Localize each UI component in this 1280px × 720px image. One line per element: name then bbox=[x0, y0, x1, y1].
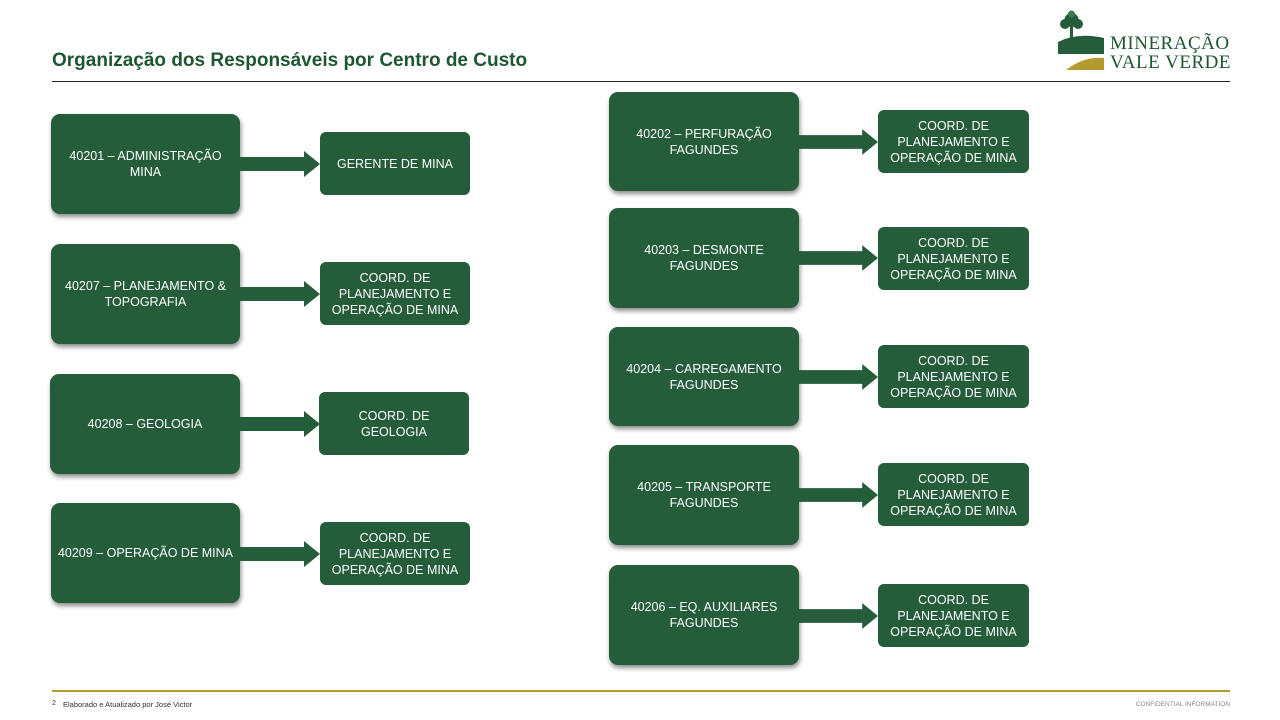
company-logo bbox=[1058, 10, 1104, 70]
logo-wordmark: MINERAÇÃO VALE VERDE bbox=[1110, 34, 1231, 72]
responsible-box: COORD. DE PLANEJAMENTO E OPERAÇÃO DE MIN… bbox=[320, 522, 470, 585]
confidential-label: CONFIDENTIAL INFORMATION bbox=[1135, 701, 1230, 708]
cost-center-box: 40205 – TRANSPORTE FAGUNDES bbox=[609, 445, 799, 545]
responsible-box: COORD. DE PLANEJAMENTO E OPERAÇÃO DE MIN… bbox=[878, 345, 1029, 408]
cost-center-box: 40204 – CARREGAMENTO FAGUNDES bbox=[609, 327, 799, 426]
arrow-icon bbox=[799, 129, 878, 155]
cost-center-box: 40202 – PERFURAÇÃO FAGUNDES bbox=[609, 92, 799, 191]
arrow-icon bbox=[240, 411, 320, 437]
responsible-box: COORD. DE PLANEJAMENTO E OPERAÇÃO DE MIN… bbox=[878, 110, 1029, 173]
responsible-box: COORD. DE GEOLOGIA bbox=[319, 392, 469, 455]
footer-divider bbox=[52, 690, 1230, 692]
cost-center-box: 40208 – GEOLOGIA bbox=[50, 374, 240, 474]
hill-green bbox=[1058, 35, 1104, 54]
logo-line-1: MINERAÇÃO bbox=[1110, 33, 1230, 54]
arrow-icon bbox=[240, 151, 320, 177]
arrow-icon bbox=[799, 245, 878, 271]
page-title: Organização dos Responsáveis por Centro … bbox=[52, 50, 528, 71]
responsible-box: GERENTE DE MINA bbox=[320, 132, 470, 195]
arrow-icon bbox=[240, 281, 320, 307]
tree-icon bbox=[1060, 10, 1083, 48]
hill-gold bbox=[1066, 57, 1104, 70]
cost-center-box: 40207 – PLANEJAMENTO & TOPOGRAFIA bbox=[51, 244, 240, 344]
arrow-icon bbox=[799, 482, 878, 508]
arrow-icon bbox=[799, 364, 878, 390]
arrow-icon bbox=[799, 603, 878, 629]
cost-center-box: 40203 – DESMONTE FAGUNDES bbox=[609, 208, 799, 308]
responsible-box: COORD. DE PLANEJAMENTO E OPERAÇÃO DE MIN… bbox=[878, 584, 1029, 647]
cost-center-box: 40201 – ADMINISTRAÇÃO MINA bbox=[51, 114, 240, 214]
cost-center-box: 40209 – OPERAÇÃO DE MINA bbox=[51, 503, 240, 603]
arrow-icon bbox=[240, 541, 320, 567]
responsible-box: COORD. DE PLANEJAMENTO E OPERAÇÃO DE MIN… bbox=[320, 262, 470, 325]
footer-author-note: Elaborado e Atualizado por José Victor bbox=[63, 700, 193, 709]
logo-line-2: VALE VERDE bbox=[1110, 52, 1231, 73]
responsible-box: COORD. DE PLANEJAMENTO E OPERAÇÃO DE MIN… bbox=[878, 227, 1029, 290]
page-number: 2 bbox=[52, 700, 56, 707]
cost-center-box: 40206 – EQ. AUXILIARES FAGUNDES bbox=[609, 565, 799, 665]
title-divider bbox=[52, 81, 1230, 82]
responsible-box: COORD. DE PLANEJAMENTO E OPERAÇÃO DE MIN… bbox=[878, 463, 1029, 526]
